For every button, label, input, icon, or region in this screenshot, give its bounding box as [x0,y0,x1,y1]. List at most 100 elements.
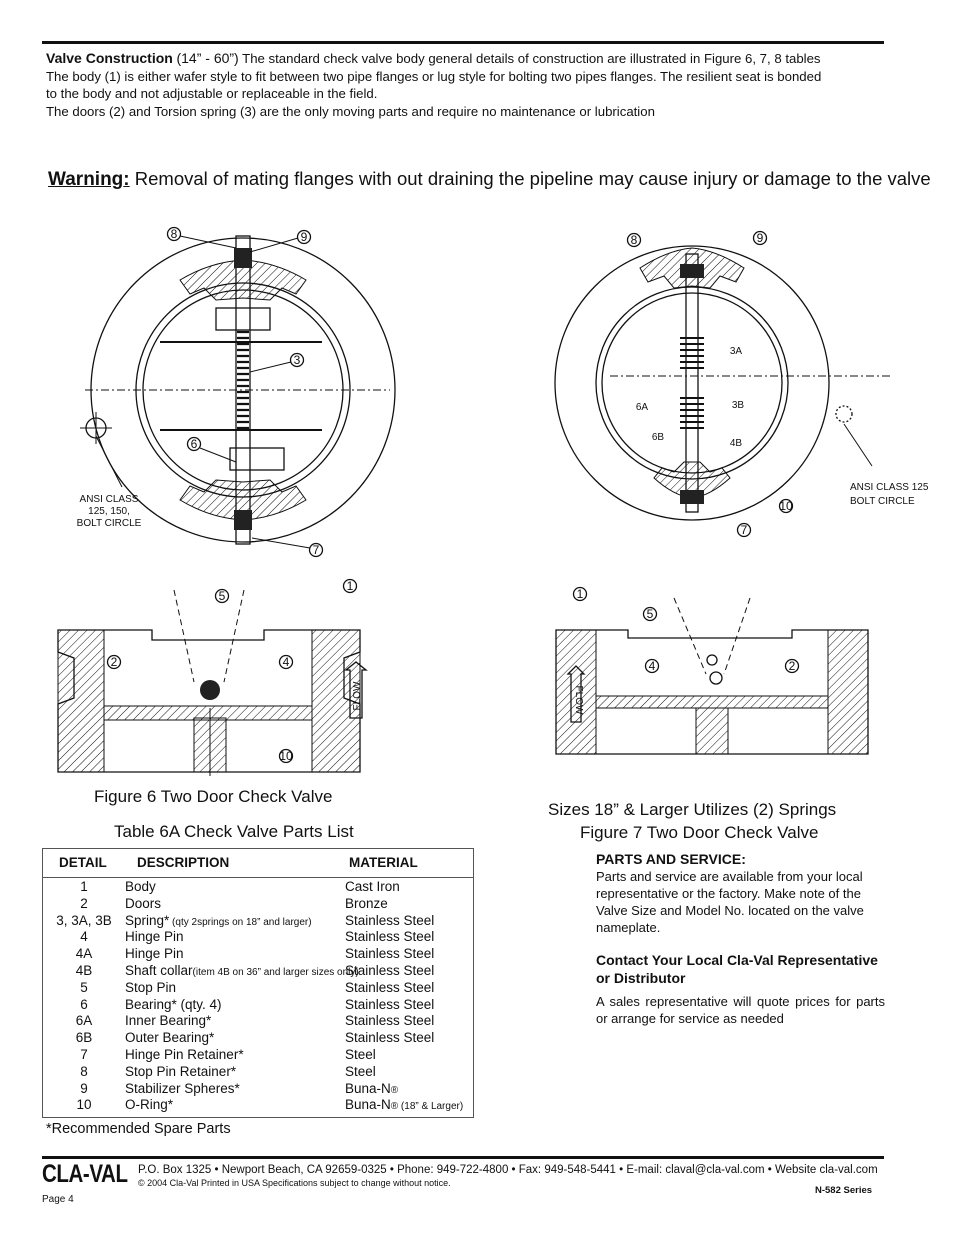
cell-detail: 1 [80,879,88,894]
fig7-callout-4b: 4B [730,438,743,449]
cell-detail: 6A [75,1013,93,1029]
cell-material: Stainless Steel [345,929,435,945]
fig7-bolt-note-2: BOLT CIRCLE [850,496,915,507]
figure-6-front-view: 8 9 3 6 7 ANSI CLASS 125, 150, BOLT CIRC… [77,226,396,558]
table-row: 6 Bearing* (qty. 4) Stainless Steel [43,997,473,1014]
figure-6-section-view: 5 1 2 4 10 FLOW [57,578,368,776]
parts-service-text: Parts and service are available from you… [596,869,864,935]
fig6-section-callout-2: 2 [111,655,118,669]
fig7-flow-label: FLOW [573,686,584,715]
cell-description: Outer Bearing* [125,1030,215,1046]
cell-material: Steel [345,1063,376,1079]
fig7-section-callout-4: 4 [649,659,656,673]
cell-detail: 7 [80,1046,88,1062]
cell-detail: 6B [75,1030,93,1046]
intro-paragraph: Valve Construction (14” - 60”) The stand… [46,50,888,120]
cell-description: Stabilizer Spheres* [125,1080,240,1096]
cell-description: Doors [125,895,162,911]
cell-material: Stainless Steel [345,1013,435,1029]
cell-material: Stainless Steel [345,996,435,1012]
warning-line: Warning: Removal of mating flanges with … [48,168,931,190]
intro-line-4: The doors (2) and Torsion spring (3) are… [46,103,655,119]
fig7-bolt-note-1: ANSI CLASS 125 [850,482,929,493]
figure-6-caption: Figure 6 Two Door Check Valve [94,787,333,806]
table-row: 6B Outer Bearing* Stainless Steel [43,1030,473,1047]
fig6-section-callout-10: 10 [279,749,293,763]
cell-description: Hinge Pin Retainer* [125,1046,244,1062]
page-number: Page 4 [42,1194,74,1205]
fig7-callout-9: 9 [757,231,764,245]
footer-address: P.O. Box 1325 • Newport Beach, CA 92659-… [138,1164,878,1176]
fig7-callout-8: 8 [631,233,638,247]
fig7-callout-7: 7 [741,523,748,537]
top-rule [42,41,884,44]
cell-detail: 4B [75,962,93,978]
table-row: 4B Shaft collar(item 4B on 36” and larger… [43,963,473,980]
header-material: MATERIAL [349,855,418,870]
figure-7-caption-line-1: Sizes 18” & Larger Utilizes (2) Springs [548,800,837,819]
cell-material: Steel [345,1046,376,1062]
cell-description: Inner Bearing* [125,1013,212,1029]
cell-material: Buna-N® [345,1080,399,1096]
fig6-callout-7: 7 [313,543,320,557]
cell-description: Stop Pin [125,979,177,995]
intro-line-3: to the body and not adjustable or replac… [46,86,378,101]
fig7-callout-6b: 6B [652,432,665,443]
cell-description: Shaft collar(item 4B on 36” and larger s… [125,962,359,978]
fig7-section-callout-1: 1 [577,587,584,601]
intro-title: Valve Construction [46,50,173,66]
table-row: 6A Inner Bearing* Stainless Steel [43,1013,473,1030]
parts-service-heading: PARTS AND SERVICE: [596,851,746,867]
fig6-bolt-note-3: BOLT CIRCLE [77,518,142,529]
footer-copyright: © 2004 Cla-Val Printed in USA Specificat… [138,1178,451,1188]
contact-heading: Contact Your Local Cla-Val Representativ… [596,952,878,986]
cell-material: Stainless Steel [345,912,435,928]
fig7-callout-3a: 3A [730,346,743,357]
intro-lead: The standard check valve body general de… [238,51,821,66]
header-description: DESCRIPTION [137,855,230,870]
cell-description: Spring* (qty 2springs on 18” and larger) [125,912,312,928]
cell-detail: 3, 3A, 3B [56,912,112,928]
fig6-bolt-note-1: ANSI CLASS [80,494,139,505]
fig6-bolt-note-2: 125, 150, [88,506,130,517]
series-label: N-582 Series [815,1185,873,1196]
cell-description: Hinge Pin [125,929,184,945]
cell-material: Stainless Steel [345,946,435,962]
table-title: Table 6A Check Valve Parts List [114,822,354,841]
cell-material: Stainless Steel [345,1030,435,1046]
fig7-callout-3b: 3B [732,400,745,411]
fig7-section-callout-5: 5 [647,607,654,621]
bottom-rule [42,1156,884,1159]
fig7-section-callout-2: 2 [789,659,796,673]
cell-description: Hinge Pin [125,946,184,962]
intro-line-2: The body (1) is either wafer style to fi… [46,68,822,84]
cell-description: O-Ring* [125,1097,174,1113]
cell-detail: 6 [80,996,88,1012]
contact-text: A sales representative will quote prices… [596,994,885,1026]
fig6-callout-9: 9 [301,230,308,244]
table-row: 3, 3A, 3B Spring* (qty 2springs on 18” an… [43,913,473,930]
cell-description: Body [125,879,156,894]
fig7-callout-6a: 6A [636,402,649,413]
cell-detail: 10 [76,1097,92,1113]
cell-description: Bearing* (qty. 4) [125,996,222,1012]
cell-material: Bronze [345,895,388,911]
fig7-callout-10: 10 [779,499,793,513]
cell-detail: 5 [80,979,88,995]
cell-detail: 2 [80,895,88,911]
table-row: 2 Doors Bronze [43,896,473,913]
fig6-callout-6: 6 [191,437,198,451]
cell-detail: 8 [80,1063,88,1079]
table-row: 4 Hinge Pin Stainless Steel [43,929,473,946]
fig6-flow-label: FLOW [352,681,363,710]
cell-detail: 4 [80,929,88,945]
table-row: 7 Hinge Pin Retainer* Steel [43,1047,473,1064]
header-detail: DETAIL [59,855,107,870]
fig6-section-callout-5: 5 [219,589,226,603]
